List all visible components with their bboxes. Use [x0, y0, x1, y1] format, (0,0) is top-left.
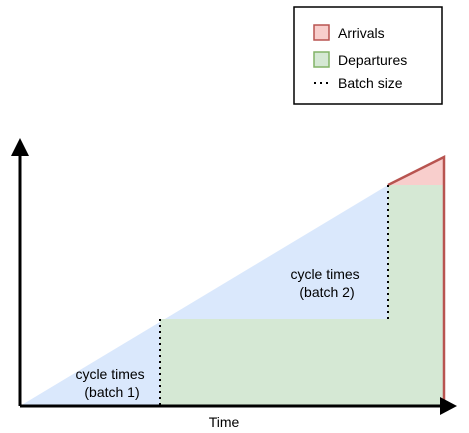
- batch-1-line-2: (batch 1): [84, 384, 139, 400]
- batch-1-annotation: cycle times (batch 1): [75, 366, 148, 400]
- batch-2-line-2: (batch 2): [299, 284, 354, 300]
- y-axis-arrowhead: [11, 138, 29, 156]
- departures-area: [160, 185, 444, 406]
- x-axis-arrowhead: [440, 397, 457, 415]
- legend-batch-label: Batch size: [338, 75, 403, 91]
- arrivals-line: [387, 154, 446, 406]
- legend-departures-label: Departures: [338, 52, 407, 68]
- batch-2-line-1: cycle times: [290, 266, 359, 282]
- x-axis-label: Time: [209, 414, 240, 430]
- batch-2-annotation: cycle times (batch 2): [290, 266, 363, 300]
- legend-arrivals-label: Arrivals: [338, 25, 385, 41]
- legend-departures-swatch: [313, 51, 330, 68]
- legend-arrivals-swatch: [313, 24, 330, 41]
- batch-1-line-1: cycle times: [75, 366, 144, 382]
- legend: Arrivals Departures Batch size: [293, 6, 443, 105]
